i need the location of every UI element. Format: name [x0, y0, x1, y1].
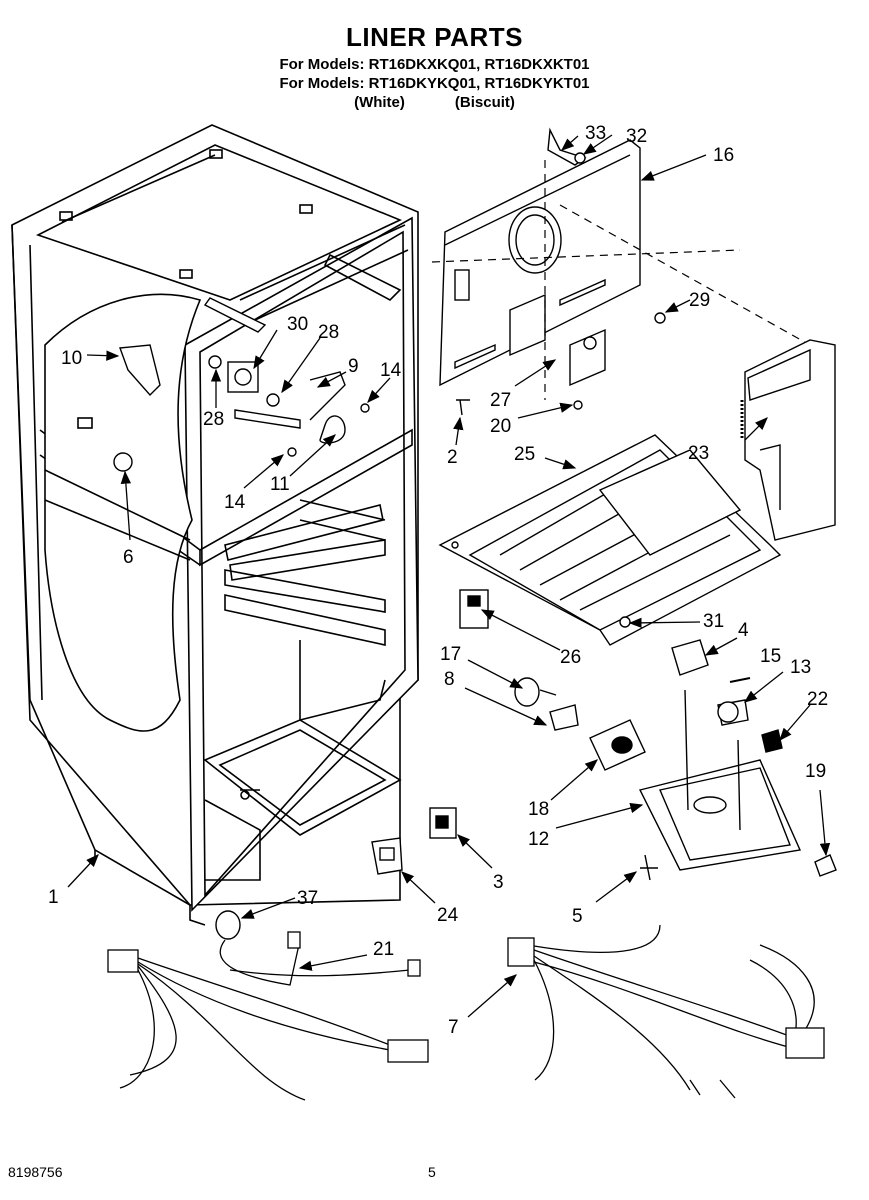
liner-cabinet [11, 124, 419, 926]
document-number: 8198756 [8, 1164, 63, 1180]
callout-25: 25 [514, 444, 535, 465]
callout-18: 18 [528, 799, 549, 820]
callout-1: 1 [48, 887, 59, 908]
callout-23: 23 [688, 443, 709, 464]
callout-26: 26 [560, 647, 581, 668]
callout-labels: 1 2 3 4 5 6 7 8 9 10 11 12 13 14 14 15 1… [48, 123, 828, 1038]
callout-37: 37 [297, 888, 318, 909]
page-title: LINER PARTS [346, 22, 523, 52]
callout-2: 2 [447, 447, 458, 468]
callout-15: 15 [760, 646, 781, 667]
leader-arrows [67, 134, 831, 1018]
callout-17: 17 [440, 644, 461, 665]
callout-27: 27 [490, 390, 511, 411]
callout-5: 5 [572, 906, 583, 927]
callout-16: 16 [713, 145, 734, 166]
callout-24: 24 [437, 905, 459, 926]
callout-31: 31 [703, 611, 724, 632]
freezer-shelf [438, 434, 782, 646]
callout-22: 22 [807, 689, 828, 710]
callout-4: 4 [738, 620, 749, 641]
callout-20: 20 [490, 416, 511, 437]
color-variants-line: (White) (Biscuit) [354, 94, 515, 111]
callout-10: 10 [61, 348, 82, 369]
callout-28-b: 28 [203, 409, 224, 430]
callout-9: 9 [348, 356, 359, 377]
control-bracket-assembly [113, 297, 370, 472]
callout-29: 29 [689, 290, 710, 311]
callout-19: 19 [805, 761, 826, 782]
callout-14-b: 14 [224, 492, 246, 513]
page-number: 5 [428, 1164, 436, 1180]
small-components [215, 589, 837, 940]
callout-13: 13 [790, 657, 811, 678]
callout-11: 11 [270, 474, 290, 495]
callout-6: 6 [123, 547, 134, 568]
callout-32: 32 [626, 126, 647, 147]
callout-33: 33 [585, 123, 606, 144]
models-line-2: For Models: RT16DKYKQ01, RT16DKYKT01 [279, 75, 590, 92]
callout-21: 21 [373, 939, 394, 960]
callout-7: 7 [448, 1017, 459, 1038]
callout-28-a: 28 [318, 322, 339, 343]
models-line-1: For Models: RT16DKXKQ01, RT16DKXKT01 [279, 56, 590, 73]
air-duct-panel [439, 127, 666, 416]
wire-harnesses [107, 924, 825, 1101]
callout-12: 12 [528, 829, 549, 850]
callout-14-a: 14 [380, 360, 402, 381]
callout-30: 30 [287, 314, 308, 335]
callout-8: 8 [444, 669, 455, 690]
callout-3: 3 [493, 872, 504, 893]
evaporator-cover [740, 339, 836, 541]
